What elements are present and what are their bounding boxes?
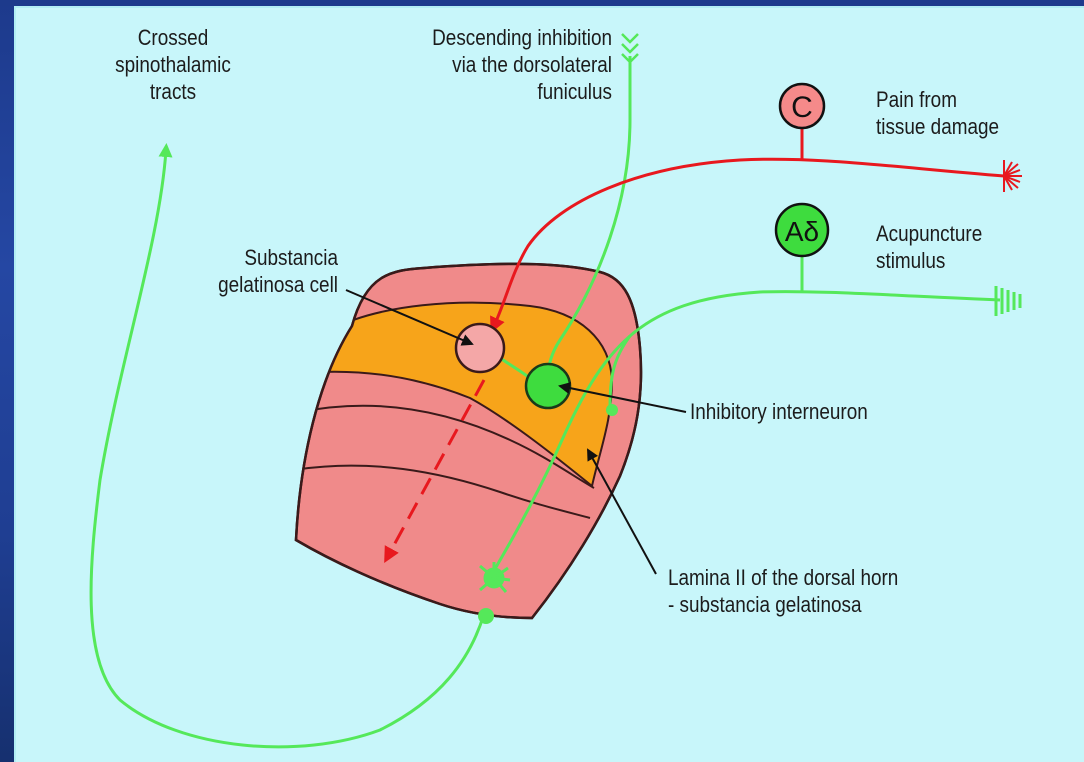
- synapse-dot: [478, 608, 494, 624]
- acupuncture-line-2: stimulus: [876, 247, 982, 274]
- substancia-gelatinosa-cell: [456, 324, 504, 372]
- pain-receptor: [1004, 160, 1022, 192]
- a-delta-letter: Aδ: [785, 216, 819, 247]
- acupuncture-label: Acupuncture stimulus: [876, 220, 982, 274]
- pain-line-2: tissue damage: [876, 113, 999, 140]
- inhibitory-interneuron-label: Inhibitory interneuron: [690, 398, 868, 425]
- crossed-spinothalamic-label: Crossed spinothalamic tracts: [91, 24, 254, 105]
- lamina-line-2: - substancia gelatinosa: [668, 591, 898, 618]
- c-fiber-letter: C: [791, 91, 813, 124]
- crossed-line-3: tracts: [91, 78, 254, 105]
- descending-line-1: Descending inhibition: [376, 24, 612, 51]
- synapse-dot: [606, 404, 618, 416]
- substancia-gelatinosa-cell-label: Substancia gelatinosa cell: [175, 244, 338, 298]
- lamina-line-1: Lamina II of the dorsal horn: [668, 564, 898, 591]
- acupuncture-line-1: Acupuncture: [876, 220, 982, 247]
- descending-inhibition-label: Descending inhibition via the dorsolater…: [376, 24, 612, 105]
- sg-line-1: Substancia: [175, 244, 338, 271]
- dorsal-horn: [294, 264, 641, 618]
- pain-label: Pain from tissue damage: [876, 86, 999, 140]
- descending-line-3: funiculus: [376, 78, 612, 105]
- pain-line-1: Pain from: [876, 86, 999, 113]
- lamina-ii-label: Lamina II of the dorsal horn - substanci…: [668, 564, 898, 618]
- crossed-line-1: Crossed: [91, 24, 254, 51]
- crossed-line-2: spinothalamic: [91, 51, 254, 78]
- inhibitory-line-1: Inhibitory interneuron: [690, 398, 868, 425]
- descending-line-2: via the dorsolateral: [376, 51, 612, 78]
- sg-line-2: gelatinosa cell: [175, 271, 338, 298]
